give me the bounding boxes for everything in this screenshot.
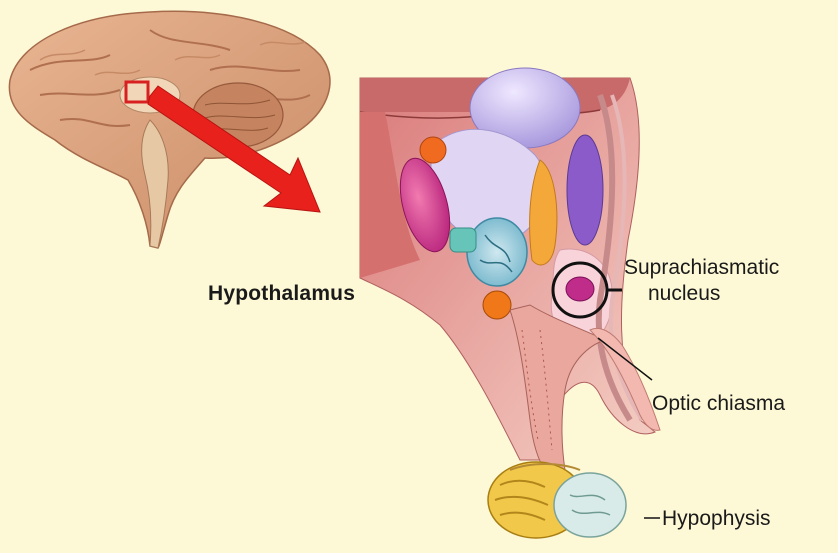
hypothalamus-cross-section <box>360 68 660 538</box>
scn-label-line2: nucleus <box>648 282 720 306</box>
hypophysis-label: Hypophysis <box>662 507 771 531</box>
optic-chiasma-label: Optic chiasma <box>652 392 785 416</box>
scn-label-line1: Suprachiasmatic <box>624 256 779 280</box>
brain-illustration <box>9 11 330 248</box>
hypophysis-structure <box>488 462 626 538</box>
hypothalamus-label: Hypothalamus <box>208 282 355 306</box>
